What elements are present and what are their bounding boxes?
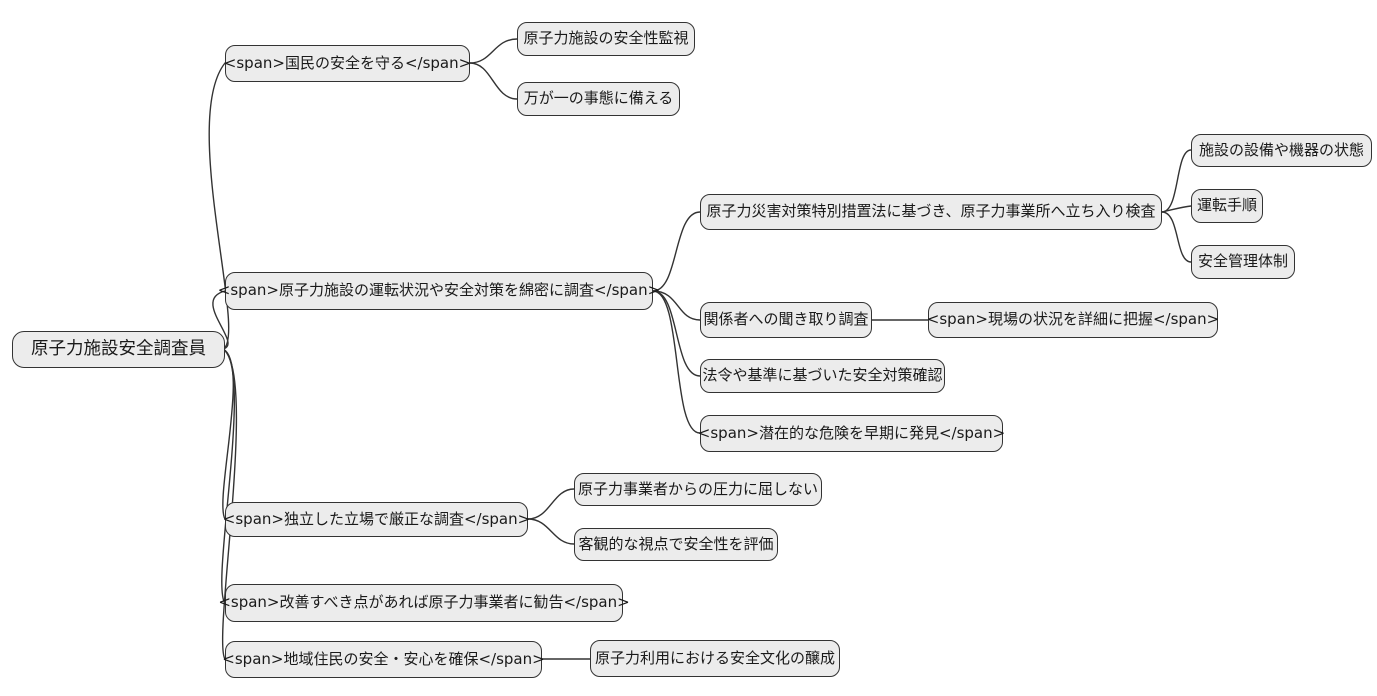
node-recommend-improvements: <span>改善すべき点があれば原子力事業者に勧告</span> [218, 584, 630, 622]
edge-root-to-investigate-operations [212, 290, 229, 350]
edge-to-prepare-for-emergencies [469, 62, 518, 100]
edge-to-stakeholder-interviews [652, 290, 701, 321]
node-stakeholder-interviews: 関係者への聞き取り調査 [700, 302, 872, 338]
node-investigate-operations-safety: <span>原子力施設の運転状況や安全対策を綿密に調査</span> [218, 272, 660, 310]
node-onsite-inspection-law: 原子力災害対策特別措置法に基づき、原子力事業所へ立ち入り検査 [700, 194, 1162, 230]
node-equipment-condition: 施設の設備や機器の状態 [1191, 134, 1372, 167]
edge-root-to-recommend-improvements [221, 348, 235, 604]
node-resist-operator-pressure: 原子力事業者からの圧力に屈しない [574, 473, 822, 506]
node-ensure-resident-safety: <span>地域住民の安全・安心を確保</span> [222, 641, 545, 678]
node-protect-public-safety: <span>国民の安全を守る</span> [224, 45, 471, 82]
node-operating-procedures: 運転手順 [1191, 189, 1263, 223]
node-objective-safety-evaluation: 客観的な視点で安全性を評価 [574, 528, 778, 561]
node-prepare-for-emergencies: 万が一の事態に備える [517, 82, 680, 116]
node-grasp-site-conditions: <span>現場の状況を詳細に把握</span> [927, 302, 1219, 338]
edge-to-operating-procedures [1161, 205, 1192, 213]
edge-to-early-risk-detection [652, 290, 701, 434]
node-independent-strict-investigation: <span>独立した立場で厳正な調査</span> [223, 502, 530, 537]
node-foster-safety-culture: 原子力利用における安全文化の醸成 [590, 640, 840, 677]
node-root-investigator: 原子力施設安全調査員 [12, 331, 225, 368]
node-facility-safety-monitoring: 原子力施設の安全性監視 [517, 22, 695, 56]
edge-to-equipment-condition [1161, 149, 1192, 213]
node-regulation-based-check: 法令や基準に基づいた安全対策確認 [700, 359, 945, 393]
node-early-risk-detection: <span>潜在的な危険を早期に発見</span> [698, 415, 1005, 452]
node-safety-management-system: 安全管理体制 [1191, 245, 1295, 279]
edge-to-onsite-inspection-law [652, 211, 701, 292]
edge-to-resist-operator-pressure [527, 488, 575, 520]
edge-to-safety-management-system [1161, 211, 1192, 263]
edge-root-to-protect-public-safety [208, 62, 230, 350]
edge-to-facility-safety-monitoring [469, 38, 518, 64]
edge-to-objective-safety-evaluation [527, 518, 575, 545]
